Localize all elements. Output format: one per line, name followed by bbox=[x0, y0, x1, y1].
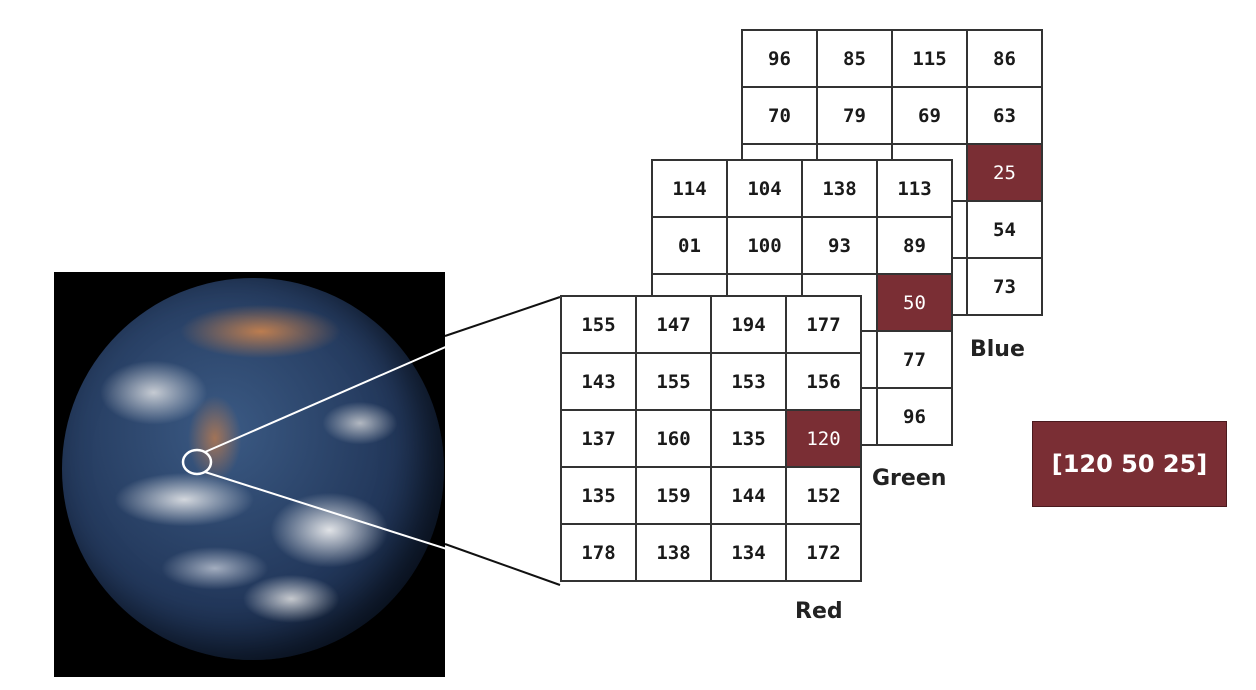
green-grid-row: 77 bbox=[652, 330, 953, 389]
green-channel-label: Green bbox=[872, 466, 947, 491]
green-cell: 100 bbox=[726, 216, 803, 275]
red-cell: 177 bbox=[785, 295, 862, 354]
blue-cell: 69 bbox=[891, 86, 968, 145]
red-cell: 137 bbox=[560, 409, 637, 468]
blue-grid-row: 54 bbox=[742, 200, 1043, 259]
blue-cell: 63 bbox=[966, 86, 1043, 145]
green-cell: 01 bbox=[651, 216, 728, 275]
green-cell: 93 bbox=[801, 216, 878, 275]
red-cell: 178 bbox=[560, 523, 637, 582]
green-cell: 77 bbox=[876, 330, 953, 389]
earth-photo bbox=[54, 272, 445, 677]
red-cell: 172 bbox=[785, 523, 862, 582]
green-cell: 104 bbox=[726, 159, 803, 218]
green-cell: 114 bbox=[651, 159, 728, 218]
red-channel-label: Red bbox=[795, 599, 843, 624]
red-cell: 153 bbox=[710, 352, 787, 411]
green-cell: 113 bbox=[876, 159, 953, 218]
zoom-line-bottom-dark bbox=[444, 543, 561, 586]
blue-cell: 86 bbox=[966, 29, 1043, 88]
blue-cell: 96 bbox=[741, 29, 818, 88]
red-cell: 156 bbox=[785, 352, 862, 411]
pixel-value-text: [120 50 25] bbox=[1051, 450, 1208, 478]
red-cell: 147 bbox=[635, 295, 712, 354]
green-cell: 96 bbox=[876, 387, 953, 446]
green-grid-row: 50 bbox=[652, 273, 953, 332]
red-cell: 120 bbox=[785, 409, 862, 468]
earth-globe-icon bbox=[62, 278, 444, 660]
red-cell: 138 bbox=[635, 523, 712, 582]
blue-cell: 54 bbox=[966, 200, 1043, 259]
red-cell: 135 bbox=[560, 466, 637, 525]
red-cell: 134 bbox=[710, 523, 787, 582]
blue-cell: 79 bbox=[816, 86, 893, 145]
blue-grid-row: 73 bbox=[742, 257, 1043, 316]
blue-cell: 115 bbox=[891, 29, 968, 88]
green-grid-row: 96 bbox=[652, 387, 953, 446]
red-cell: 160 bbox=[635, 409, 712, 468]
red-cell: 152 bbox=[785, 466, 862, 525]
red-cell: 144 bbox=[710, 466, 787, 525]
red-cell: 155 bbox=[635, 352, 712, 411]
red-cell: 155 bbox=[560, 295, 637, 354]
pixel-value-result: [120 50 25] bbox=[1032, 421, 1227, 507]
red-cell: 135 bbox=[710, 409, 787, 468]
green-cell: 89 bbox=[876, 216, 953, 275]
red-cell: 143 bbox=[560, 352, 637, 411]
blue-channel-label: Blue bbox=[970, 337, 1025, 362]
red-cell: 159 bbox=[635, 466, 712, 525]
blue-cell: 70 bbox=[741, 86, 818, 145]
blue-cell: 25 bbox=[966, 143, 1043, 202]
red-cell: 194 bbox=[710, 295, 787, 354]
blue-grid-row: 25 bbox=[742, 143, 1043, 202]
green-cell: 50 bbox=[876, 273, 953, 332]
zoom-line-top-dark bbox=[444, 296, 561, 337]
blue-cell: 85 bbox=[816, 29, 893, 88]
green-cell: 138 bbox=[801, 159, 878, 218]
blue-cell: 73 bbox=[966, 257, 1043, 316]
